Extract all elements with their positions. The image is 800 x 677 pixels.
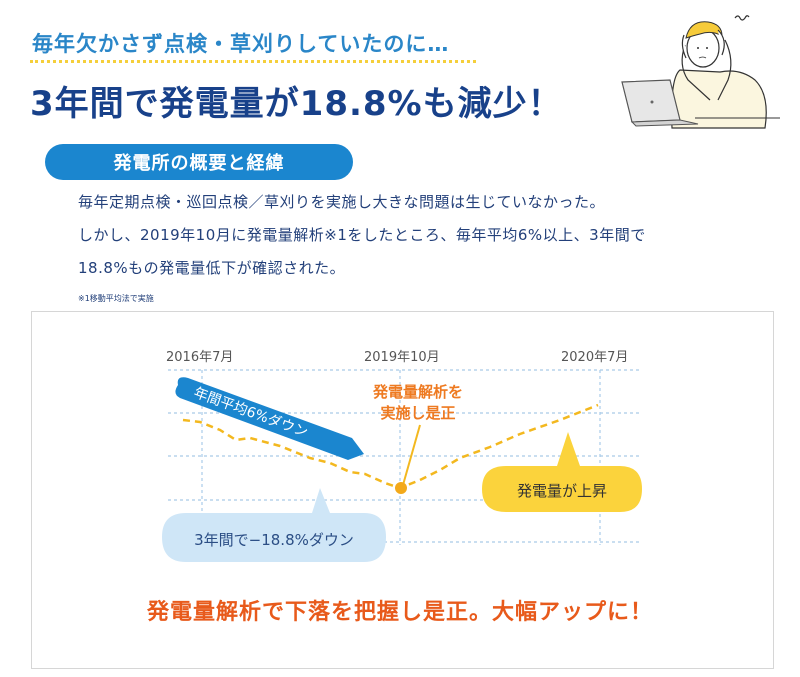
subtitle: 毎年欠かさず点検・草刈りしていたのに… — [32, 32, 450, 56]
annotation-line-2: 実施し是正 — [380, 404, 456, 422]
total-decline-label: 3年間で−18.8%ダウン — [194, 530, 354, 549]
annotation-line-1: 発電量解析を — [372, 383, 463, 401]
total-decline-bubble — [162, 488, 386, 562]
x-tick-2019-10: 2019年10月 — [364, 350, 440, 365]
section-title-pill: 発電所の概要と経緯 — [45, 144, 353, 180]
body-line: 18.8%もの発電量低下が確認された。 — [78, 259, 346, 277]
x-tick-2016-07: 2016年7月 — [166, 350, 234, 365]
footnote: ※1移動平均法で実施 — [78, 294, 154, 303]
x-tick-2020-07: 2020年7月 — [561, 350, 629, 365]
body-line: しかし、2019年10月に発電量解析※1をしたところ、毎年平均6%以上、3年間で — [78, 226, 646, 244]
correction-annotation: 発電量解析を 実施し是正 — [368, 382, 468, 424]
subtitle-dotted-underline — [30, 60, 476, 63]
power-output-line — [182, 403, 599, 490]
body-line: 毎年定期点検・巡回点検／草刈りを実施し大きな問題は生じていなかった。 — [78, 193, 606, 211]
decline-tag — [175, 377, 364, 460]
worried-man-with-laptop-icon — [621, 15, 780, 129]
correction-point — [395, 482, 407, 494]
headline: 3年間で発電量が18.8%も減少！ — [30, 84, 563, 124]
section-title: 発電所の概要と経緯 — [113, 153, 285, 174]
conclusion-text: 発電量解析で下落を把握し是正。大幅アップに！ — [146, 600, 653, 625]
section-body: 毎年定期点検・巡回点検／草刈りを実施し大きな問題は生じていなかった。 しかし、2… — [78, 186, 646, 285]
rise-label: 発電量が上昇 — [516, 481, 607, 500]
rise-bubble — [482, 432, 642, 512]
